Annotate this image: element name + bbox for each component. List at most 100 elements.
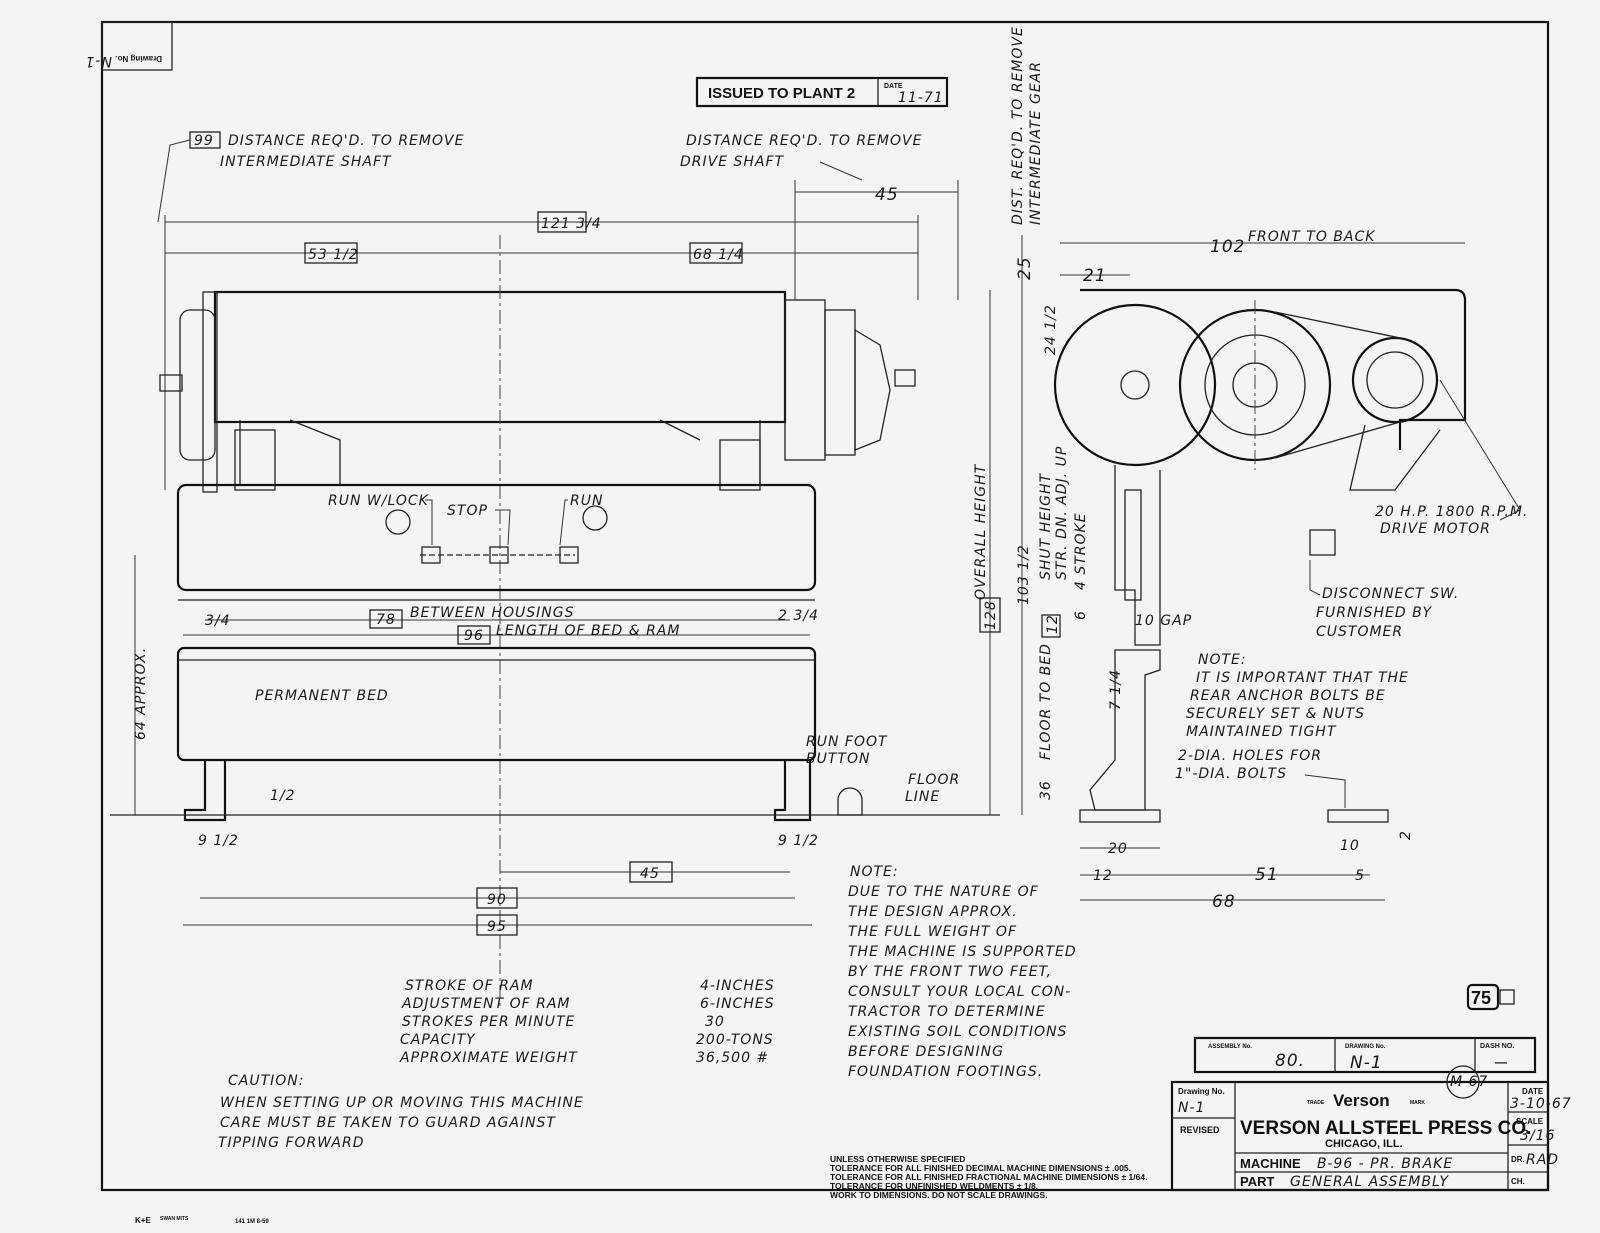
- svg-text:11-71: 11-71: [898, 90, 944, 106]
- svg-text:200-TONS: 200-TONS: [696, 1032, 774, 1048]
- svg-text:DR.: DR.: [1511, 1155, 1525, 1164]
- svg-text:ADJUSTMENT OF RAM: ADJUSTMENT OF RAM: [401, 996, 570, 1012]
- svg-text:TRADE: TRADE: [1307, 1100, 1325, 1106]
- svg-text:SHUT HEIGHT: SHUT HEIGHT: [1038, 472, 1054, 580]
- svg-text:B-96 - PR. BRAKE: B-96 - PR. BRAKE: [1317, 1156, 1453, 1172]
- svg-text:RUN FOOT: RUN FOOT: [806, 734, 888, 750]
- svg-text:EXISTING SOIL CONDITIONS: EXISTING SOIL CONDITIONS: [848, 1024, 1067, 1040]
- svg-text:DIST. REQ'D. TO REMOVE: DIST. REQ'D. TO REMOVE: [1010, 26, 1026, 225]
- svg-text:WHEN SETTING UP OR MOVING THIS: WHEN SETTING UP OR MOVING THIS MACHINE: [220, 1095, 584, 1111]
- svg-text:FOUNDATION FOOTINGS.: FOUNDATION FOOTINGS.: [848, 1064, 1043, 1080]
- svg-text:DATE: DATE: [884, 83, 903, 90]
- svg-text:2-DIA. HOLES FOR: 2-DIA. HOLES FOR: [1178, 748, 1322, 764]
- svg-text:PART: PART: [1240, 1174, 1274, 1189]
- svg-text:CHICAGO, ILL.: CHICAGO, ILL.: [1325, 1138, 1403, 1150]
- svg-text:3-10-67: 3-10-67: [1510, 1096, 1572, 1112]
- svg-text:MAINTAINED TIGHT: MAINTAINED TIGHT: [1186, 724, 1337, 740]
- svg-text:THE MACHINE IS SUPPORTED: THE MACHINE IS SUPPORTED: [848, 944, 1077, 960]
- svg-text:141 1M 8-59: 141 1M 8-59: [235, 1219, 269, 1225]
- svg-text:PERMANENT BED: PERMANENT BED: [255, 688, 389, 704]
- svg-text:10: 10: [1340, 838, 1360, 854]
- drawing-border: [100, 20, 1550, 1192]
- svg-text:128: 128: [983, 600, 999, 630]
- svg-text:9 1/2: 9 1/2: [198, 833, 239, 849]
- svg-text:68 1/4: 68 1/4: [693, 247, 744, 263]
- svg-text:BEFORE DESIGNING: BEFORE DESIGNING: [848, 1044, 1004, 1060]
- svg-text:78: 78: [376, 612, 396, 628]
- svg-text:CAPACITY: CAPACITY: [400, 1032, 476, 1048]
- svg-text:CARE MUST BE TAKEN TO GUARD AG: CARE MUST BE TAKEN TO GUARD AGAINST: [220, 1115, 556, 1131]
- svg-text:THE DESIGN APPROX.: THE DESIGN APPROX.: [848, 904, 1018, 920]
- svg-text:APPROXIMATE WEIGHT: APPROXIMATE WEIGHT: [399, 1050, 578, 1066]
- svg-text:36: 36: [1038, 780, 1054, 800]
- svg-text:5: 5: [1355, 868, 1365, 884]
- svg-text:30: 30: [705, 1014, 725, 1030]
- svg-text:4-INCHES: 4-INCHES: [700, 978, 775, 994]
- svg-text:CH.: CH.: [1511, 1177, 1525, 1186]
- svg-text:GENERAL ASSEMBLY: GENERAL ASSEMBLY: [1290, 1174, 1449, 1190]
- svg-text:99: 99: [194, 133, 214, 149]
- svg-text:103 1/2: 103 1/2: [1016, 544, 1032, 605]
- svg-text:80.: 80.: [1275, 1051, 1305, 1071]
- title-block: ASSEMBLY No. 80. DRAWING No. N-1 DASH NO…: [1170, 1036, 1572, 1192]
- svg-text:THE FULL WEIGHT OF: THE FULL WEIGHT OF: [848, 924, 1017, 940]
- svg-text:45: 45: [875, 185, 899, 205]
- svg-text:STROKES PER MINUTE: STROKES PER MINUTE: [402, 1014, 575, 1030]
- svg-text:UNLESS OTHERWISE SPECIFIED: UNLESS OTHERWISE SPECIFIED: [830, 1154, 965, 1164]
- svg-text:BETWEEN HOUSINGS: BETWEEN HOUSINGS: [410, 605, 574, 621]
- svg-text:DASH NO.: DASH NO.: [1480, 1043, 1514, 1050]
- svg-text:4 STROKE: 4 STROKE: [1073, 512, 1089, 590]
- svg-text:TIPPING FORWARD: TIPPING FORWARD: [218, 1135, 365, 1151]
- svg-text:95: 95: [487, 919, 507, 935]
- svg-text:BY THE FRONT TWO FEET,: BY THE FRONT TWO FEET,: [848, 964, 1052, 980]
- svg-text:121 3/4: 121 3/4: [541, 216, 602, 232]
- svg-text:STOP: STOP: [447, 503, 488, 519]
- specs-table: STROKE OF RAM 4-INCHES ADJUSTMENT OF RAM…: [399, 978, 775, 1066]
- svg-text:20 H.P. 1800 R.P.M.: 20 H.P. 1800 R.P.M.: [1375, 504, 1528, 520]
- front-view: 99 DISTANCE REQ'D. TO REMOVE INTERMEDIAT…: [110, 131, 1000, 1010]
- svg-text:MACHINE: MACHINE: [1240, 1156, 1301, 1171]
- svg-text:DISTANCE REQ'D. TO REMOVE: DISTANCE REQ'D. TO REMOVE: [228, 133, 464, 149]
- svg-text:TOLERANCE FOR UNFINISHED WELDM: TOLERANCE FOR UNFINISHED WELDMENTS ± 1/8…: [830, 1181, 1038, 1191]
- issued-stamp: ISSUED TO PLANT 2 DATE 11-71: [695, 76, 949, 108]
- svg-text:7 1/4: 7 1/4: [1108, 669, 1124, 710]
- svg-text:NOTE:: NOTE:: [850, 864, 899, 880]
- svg-text:NOTE:: NOTE:: [1198, 652, 1247, 668]
- svg-text:TOLERANCE FOR ALL FINISHED FRA: TOLERANCE FOR ALL FINISHED FRACTIONAL MA…: [830, 1172, 1147, 1182]
- svg-text:RAD: RAD: [1526, 1152, 1559, 1168]
- tolerance-notes: UNLESS OTHERWISE SPECIFIED TOLERANCE FOR…: [830, 1154, 1147, 1200]
- svg-text:51: 51: [1255, 865, 1279, 885]
- svg-text:IT IS IMPORTANT THAT THE: IT IS IMPORTANT THAT THE: [1196, 670, 1409, 686]
- corner-drawing-no: N-1 Drawing No.: [85, 21, 173, 71]
- svg-text:2: 2: [1398, 830, 1414, 840]
- svg-text:6: 6: [1073, 610, 1089, 620]
- svg-text:Drawing No.: Drawing No.: [1178, 1087, 1225, 1096]
- svg-text:ISSUED TO PLANT 2: ISSUED TO PLANT 2: [708, 85, 855, 102]
- svg-text:DRIVE SHAFT: DRIVE SHAFT: [680, 154, 785, 170]
- svg-text:DRIVE MOTOR: DRIVE MOTOR: [1380, 521, 1491, 537]
- svg-text:12: 12: [1045, 614, 1061, 634]
- svg-text:25: 25: [1015, 256, 1035, 280]
- svg-text:WORK TO DIMENSIONS. DO NOT SCA: WORK TO DIMENSIONS. DO NOT SCALE DRAWING…: [830, 1190, 1048, 1200]
- svg-text:K+E: K+E: [135, 1216, 151, 1225]
- svg-text:DISTANCE REQ'D. TO REMOVE: DISTANCE REQ'D. TO REMOVE: [686, 133, 922, 149]
- svg-text:53 1/2: 53 1/2: [308, 247, 359, 263]
- svg-text:DRAWING No.: DRAWING No.: [1345, 1044, 1386, 1050]
- svg-text:INTERMEDIATE GEAR: INTERMEDIATE GEAR: [1028, 61, 1044, 225]
- page-mark: 75: [1466, 983, 1515, 1011]
- svg-text:LENGTH OF BED & RAM: LENGTH OF BED & RAM: [496, 623, 680, 639]
- svg-text:MARK: MARK: [1410, 1100, 1425, 1106]
- svg-text:DISCONNECT SW.: DISCONNECT SW.: [1322, 586, 1459, 602]
- svg-text:DUE TO THE NATURE OF: DUE TO THE NATURE OF: [848, 884, 1039, 900]
- svg-text:20: 20: [1108, 841, 1128, 857]
- svg-text:2 3/4: 2 3/4: [778, 608, 819, 624]
- svg-text:SCALE: SCALE: [1516, 1117, 1544, 1126]
- svg-text:STR. DN. ADJ. UP: STR. DN. ADJ. UP: [1054, 446, 1070, 580]
- svg-text:12: 12: [1093, 868, 1113, 884]
- svg-text:36,500 #: 36,500 #: [696, 1050, 769, 1066]
- svg-text:OVERALL HEIGHT: OVERALL HEIGHT: [973, 463, 989, 600]
- svg-text:21: 21: [1083, 266, 1107, 286]
- svg-text:CONSULT YOUR LOCAL CON-: CONSULT YOUR LOCAL CON-: [848, 984, 1071, 1000]
- svg-text:FURNISHED BY: FURNISHED BY: [1316, 605, 1432, 621]
